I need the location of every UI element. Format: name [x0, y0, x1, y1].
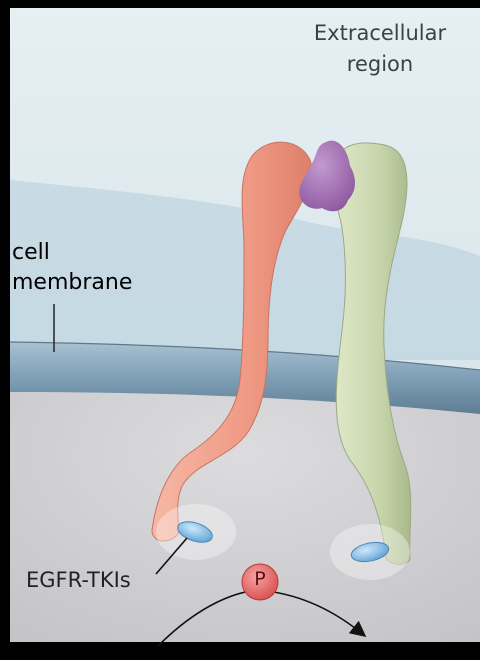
extracellular-label: Extracellular region — [290, 18, 470, 80]
bottom-frame — [0, 642, 480, 660]
egfr-tkis-label: EGFR-TKIs — [26, 568, 131, 592]
phosphate-label: P — [245, 568, 275, 590]
cell-membrane-label: cell membrane — [12, 238, 132, 298]
